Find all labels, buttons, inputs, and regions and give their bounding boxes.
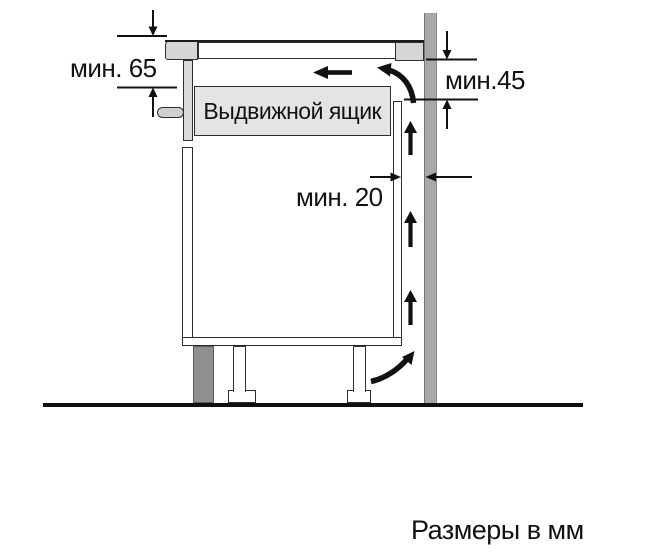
cooktop-glass-top bbox=[165, 39, 424, 42]
units-caption: Размеры в мм bbox=[411, 515, 584, 545]
worktop-rear-strip bbox=[394, 42, 424, 61]
min-45-label: мин.45 bbox=[445, 65, 525, 95]
airflow-top-curve-head bbox=[377, 63, 392, 77]
min-65-label: мин. 65 bbox=[70, 53, 157, 83]
airflow-left-arrow-shaft bbox=[327, 70, 352, 75]
airflow-top-curve bbox=[388, 67, 417, 104]
dim-65-up-arrowhead bbox=[148, 87, 158, 97]
worktop-section bbox=[197, 42, 396, 59]
cabinet-back-panel bbox=[392, 100, 402, 338]
airflow-left-arrow-head bbox=[313, 66, 328, 79]
cabinet-left-panel bbox=[182, 147, 193, 346]
wall bbox=[424, 13, 437, 403]
floor-line bbox=[43, 402, 583, 407]
drawer-handle bbox=[157, 106, 184, 118]
airflow-up-arrow-3-head bbox=[404, 290, 417, 302]
dim-45-up-arrowhead bbox=[442, 99, 452, 109]
airflow-up-arrow-2-shaft bbox=[408, 221, 413, 247]
drawer-label: Выдвижной ящик bbox=[203, 97, 382, 124]
plinth-panel bbox=[192, 345, 214, 403]
dim-65-down-arrowhead bbox=[148, 26, 158, 36]
airflow-up-arrow-2-head bbox=[404, 211, 417, 223]
cabinet-leg-foot-left bbox=[227, 390, 256, 403]
airflow-up-arrow-1-shaft bbox=[408, 131, 413, 155]
airflow-up-arrow-1-head bbox=[404, 121, 417, 133]
airflow-up-arrow-3-shaft bbox=[408, 300, 413, 325]
cabinet-leg-right bbox=[352, 345, 366, 392]
airflow-bottom-curve bbox=[370, 356, 410, 385]
cabinet-leg-left bbox=[233, 345, 246, 392]
drawer-box: Выдвижной ящик bbox=[193, 86, 391, 136]
cabinet-bottom-shelf bbox=[182, 337, 402, 346]
min-20-label: мин. 20 bbox=[296, 182, 383, 212]
drawer-front-panel bbox=[183, 60, 193, 141]
worktop-front-edge bbox=[165, 39, 198, 60]
airflow-bottom-curve-head bbox=[402, 351, 415, 365]
dim-45-down-arrowhead bbox=[442, 50, 452, 60]
cabinet-leg-foot-right bbox=[347, 390, 371, 403]
